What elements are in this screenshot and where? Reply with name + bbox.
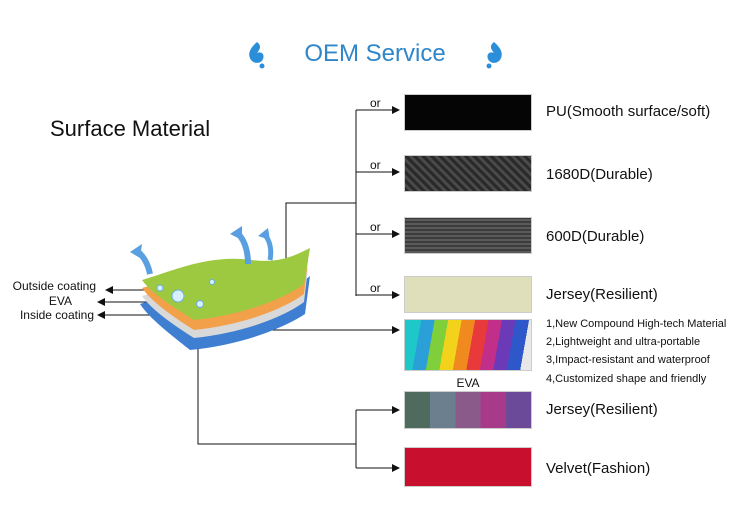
layered-material-illustration xyxy=(130,224,320,359)
or-label: or xyxy=(370,96,381,110)
outside-coating-label: Outside coating xyxy=(12,279,96,293)
page-title: OEM Service xyxy=(304,40,446,67)
eva-feature: 2,Lightweight and ultra-portable xyxy=(546,336,701,348)
option-label-1680d: 1680D(Durable) xyxy=(546,166,653,183)
eva-feature: 3,Impact-resistant and waterproof xyxy=(546,354,710,366)
or-label: or xyxy=(370,220,381,234)
option-label-jersey-inside: Jersey(Resilient) xyxy=(546,401,658,418)
water-drop-icon xyxy=(244,40,270,75)
or-label: or xyxy=(370,158,381,172)
velvet-swatch xyxy=(404,447,532,487)
option-label-velvet: Velvet(Fashion) xyxy=(546,460,651,477)
inside-coating-label: Inside coating xyxy=(19,308,94,322)
water-drop-icon xyxy=(481,40,507,75)
jersey-swatch xyxy=(404,276,532,313)
eva-caption: EVA xyxy=(456,376,480,390)
option-label-600d: 600D(Durable) xyxy=(546,228,645,245)
jersey-inside-swatch xyxy=(404,391,532,429)
option-label-pu: PU(Smooth surface/soft) xyxy=(546,103,711,120)
eva-feature: 1,New Compound High-tech Material xyxy=(546,318,727,330)
eva-swatch xyxy=(404,319,532,371)
600d-swatch xyxy=(404,217,532,254)
option-label-jersey: Jersey(Resilient) xyxy=(546,286,658,303)
pu-swatch xyxy=(404,94,532,131)
or-label: or xyxy=(370,281,381,295)
eva-layer-label: EVA xyxy=(48,294,72,308)
eva-feature: 4,Customized shape and friendly xyxy=(546,373,707,385)
1680d-swatch xyxy=(404,155,532,192)
section-heading: Surface Material xyxy=(50,116,211,141)
